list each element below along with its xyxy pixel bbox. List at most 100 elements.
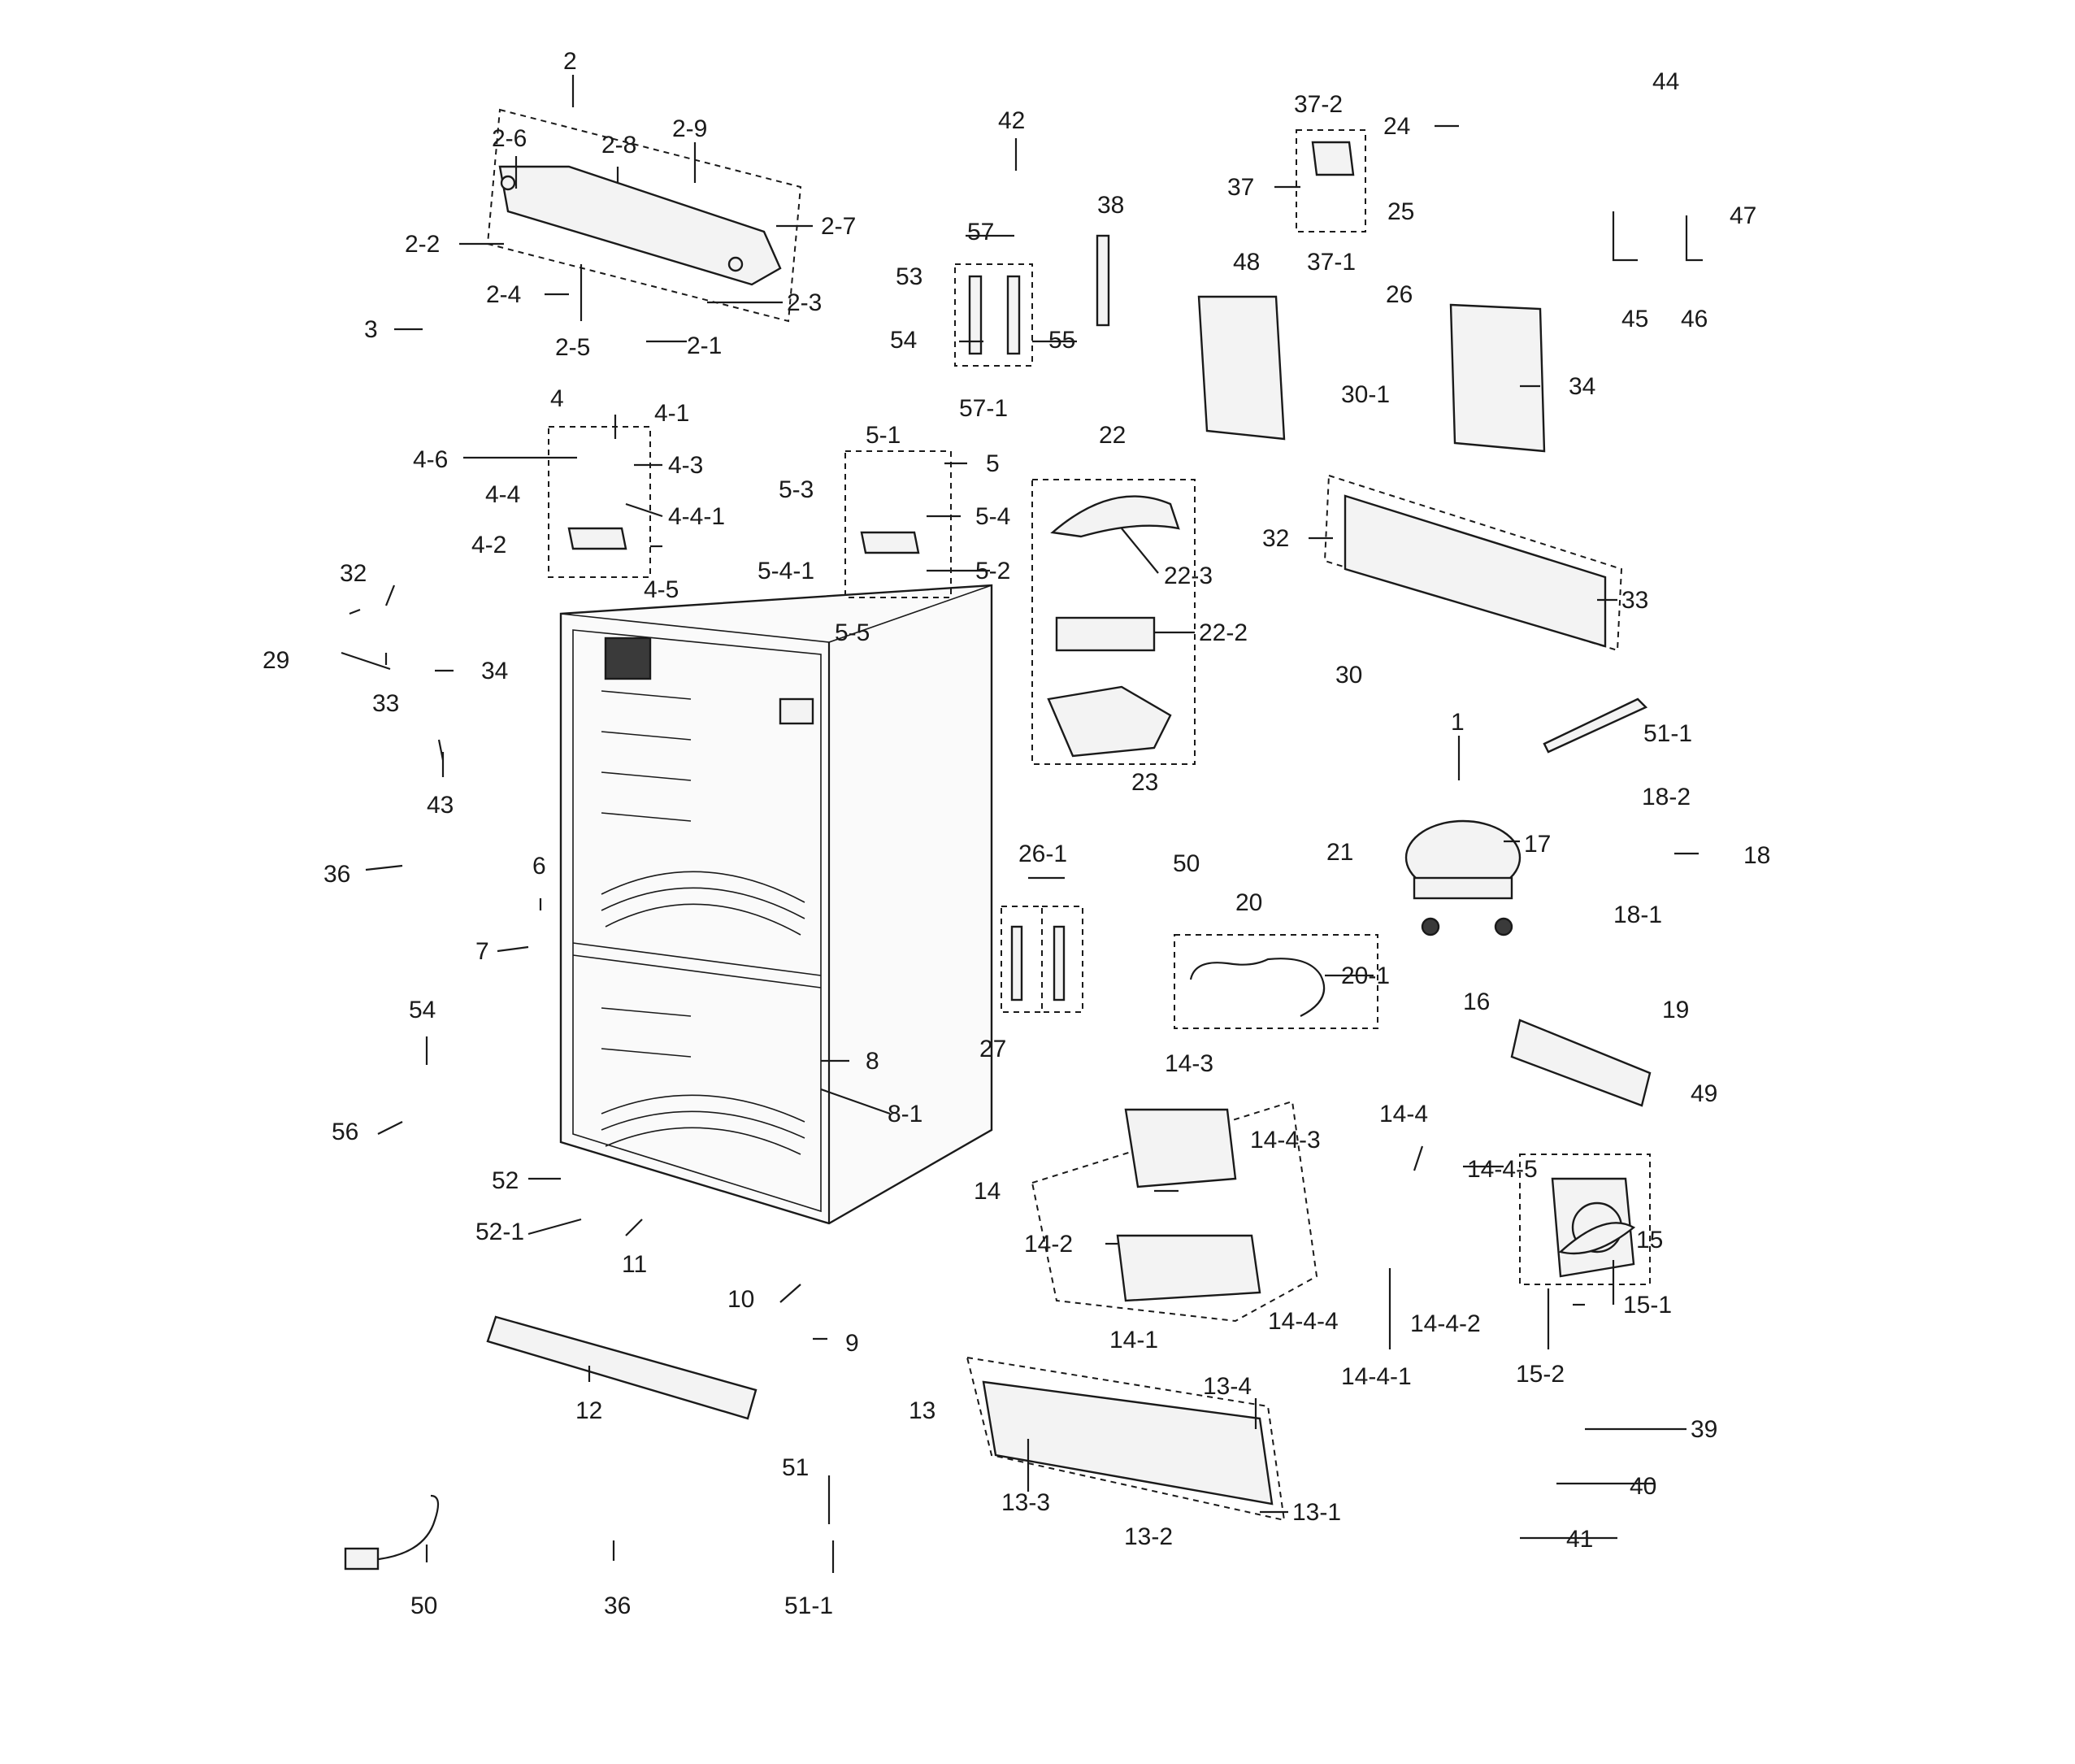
label-57-1: 54 — [890, 327, 917, 354]
hinge-bracket-4 — [548, 426, 651, 578]
label-28: 30-1 — [1341, 381, 1390, 408]
label-13: 13 — [909, 1397, 935, 1424]
label-37-2: 37-2 — [1294, 91, 1343, 118]
ice-maker-assembly — [1031, 479, 1196, 765]
label-14: 14 — [974, 1178, 1001, 1205]
label-40: 40 — [1630, 1473, 1656, 1500]
part-38 — [1096, 234, 1110, 327]
bracket-48 — [1197, 295, 1286, 441]
label-14-2: 14-2 — [1024, 1231, 1073, 1258]
label-8-1: 8-1 — [888, 1101, 922, 1127]
label-43: 43 — [427, 792, 454, 819]
label-14-4-3: 14-4-3 — [1250, 1127, 1321, 1154]
wire-harness-20 — [1174, 934, 1378, 1029]
label-13-4: 13-4 — [1203, 1373, 1252, 1400]
back-panel — [1323, 474, 1623, 652]
bottom-grille-12 — [486, 1315, 758, 1420]
label-14-4-1: 14-4-1 — [1341, 1363, 1412, 1390]
label-54: 54 — [409, 997, 436, 1023]
label-22-3: 23 — [1131, 769, 1158, 796]
label-52: 52 — [492, 1167, 519, 1194]
part-53 — [1543, 697, 1648, 754]
label-2-8: 2-8 — [601, 132, 636, 159]
label-30-1: 33 — [1621, 587, 1648, 614]
label-5-1: 5-1 — [866, 422, 901, 449]
label-9: 9 — [845, 1330, 859, 1357]
label-42: 42 — [998, 107, 1025, 134]
label-25: 26 — [1386, 281, 1413, 308]
label-39: 39 — [1691, 1416, 1717, 1443]
label-55: 50 — [1173, 850, 1200, 877]
leader-lines — [341, 75, 1699, 1573]
label-14-4: 14-4 — [1379, 1101, 1428, 1127]
label-24: 25 — [1387, 198, 1414, 225]
label-5-3: 5-3 — [779, 476, 814, 503]
label-12: 12 — [575, 1397, 602, 1424]
label-15-2: 15-2 — [1516, 1361, 1565, 1388]
callout-labels: 2 2-6 2-8 2-9 2-7 2-2 2-3 2-4 2-1 2-5 3 … — [263, 48, 1770, 1619]
label-51-b: 51 — [782, 1454, 809, 1481]
label-18-2: 18-2 — [1642, 784, 1691, 810]
label-10: 10 — [727, 1286, 754, 1313]
label-5-2: 5-2 — [975, 558, 1010, 584]
label-4-3: 4-3 — [668, 452, 703, 479]
label-7: 7 — [475, 938, 489, 965]
label-13-3: 13-3 — [1001, 1489, 1050, 1516]
label-4-1: 4-1 — [654, 400, 689, 427]
label-8: 8 — [866, 1048, 879, 1075]
control-panel-31 — [1449, 303, 1546, 453]
compressor — [1404, 819, 1522, 936]
top-cover-assembly — [486, 108, 802, 323]
label-53: 51-1 — [1643, 720, 1692, 747]
label-26-1: 27 — [979, 1036, 1006, 1062]
label-34: 34 — [481, 658, 508, 684]
label-4-5: 4-5 — [644, 576, 679, 603]
label-27: 30 — [1335, 662, 1362, 689]
label-38: 38 — [1097, 192, 1124, 219]
label-2-7: 2-7 — [821, 213, 856, 240]
label-18-1: 18-1 — [1613, 902, 1662, 928]
water-filter-57 — [954, 263, 1033, 367]
label-2-6: 2-6 — [492, 125, 527, 152]
label-51-1: 51-1 — [784, 1592, 833, 1619]
label-2-2: 2-2 — [405, 231, 440, 258]
label-47: 47 — [1730, 202, 1756, 229]
label-31: 34 — [1569, 373, 1595, 400]
label-41: 41 — [1566, 1526, 1593, 1553]
label-5: 5 — [986, 450, 1000, 477]
label-44: 44 — [1652, 68, 1679, 95]
valve-37 — [1296, 129, 1366, 232]
label-52-1: 52-1 — [475, 1219, 524, 1245]
label-5-5: 5-5 — [835, 619, 870, 646]
label-30: 32 — [1262, 525, 1289, 552]
rails-26 — [1001, 906, 1083, 1013]
label-2-1: 2-1 — [687, 332, 722, 359]
label-14-4-5: 14-4-5 — [1467, 1156, 1538, 1183]
label-3: 3 — [364, 316, 378, 343]
label-56: 56 — [332, 1119, 358, 1145]
hinge-bracket-5 — [844, 450, 952, 598]
label-5-4-1: 5-4-1 — [758, 558, 814, 584]
label-5-4: 5-4 — [975, 503, 1010, 530]
label-17: 17 — [1524, 831, 1551, 858]
label-16: 16 — [1463, 988, 1490, 1015]
label-46: 46 — [1681, 306, 1708, 332]
part-45-46 — [1612, 211, 1703, 262]
label-13-1: 13-1 — [1292, 1499, 1341, 1526]
label-14-4-2: 14-4-2 — [1410, 1310, 1481, 1337]
label-4-4: 4-4 — [485, 481, 520, 508]
label-57-2: 55 — [1048, 327, 1075, 354]
label-14-4-4: 14-4-4 — [1268, 1308, 1339, 1335]
label-22-1: 22-2 — [1199, 619, 1248, 646]
water-tube-50 — [344, 1494, 440, 1571]
cabinet-body — [559, 584, 993, 1225]
label-2-4: 2-4 — [486, 281, 521, 308]
label-21: 21 — [1326, 839, 1353, 866]
label-45: 45 — [1621, 306, 1648, 332]
label-4: 4 — [550, 385, 564, 412]
machine-compartment-cover — [966, 1356, 1286, 1522]
label-48: 48 — [1233, 249, 1260, 276]
label-35: 36 — [323, 861, 350, 888]
label-20-1: 20-1 — [1341, 962, 1390, 989]
